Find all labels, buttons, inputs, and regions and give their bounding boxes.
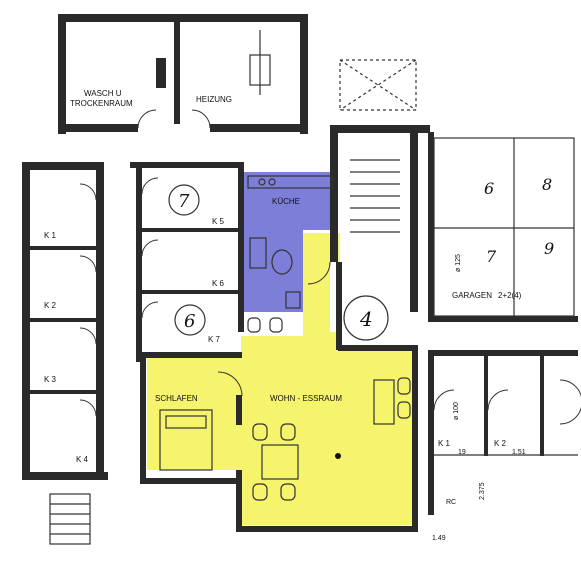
room-label-wohn-essraum: WOHN - ESSRAUM — [270, 394, 342, 403]
garage-number-8: 8 — [542, 175, 552, 194]
room-label-trockenraum: TROCKENRAUM — [70, 99, 133, 108]
cellar-label-k4: K 4 — [76, 455, 89, 464]
cellar-label-k1: K 1 — [44, 231, 57, 240]
garage-number-9: 9 — [544, 239, 554, 258]
unit-number-4: 4 — [359, 307, 373, 331]
details — [49, 30, 581, 545]
bath-highlight — [244, 230, 303, 312]
unit-number-7: 7 — [178, 191, 190, 212]
cellar-label-k2: K 2 — [44, 301, 57, 310]
cellar-right-label-k2: K 2 — [494, 439, 507, 448]
dimension-149: 1.49 — [432, 535, 446, 542]
room-label-wasch: WASCH U — [84, 89, 122, 98]
walls — [22, 14, 578, 532]
cellar-label-k3: K 3 — [44, 375, 57, 384]
living-area-highlight — [147, 233, 412, 525]
cellar-label-k6: K 6 — [212, 279, 225, 288]
room-label-kueche: KÜCHE — [272, 197, 300, 206]
labels: WASCH U TROCKENRAUM HEIZUNG KÜCHE SCHLAF… — [44, 89, 554, 542]
dimension-151: 1.51 — [512, 449, 526, 456]
cellar-right-label-k1: K 1 — [438, 439, 451, 448]
cellar-label-k5: K 5 — [212, 217, 225, 226]
dimension-100: ø 100 — [453, 402, 460, 420]
room-label-garagen: GARAGEN — [452, 291, 492, 300]
label-rc: RC — [446, 499, 456, 506]
room-label-heizung: HEIZUNG — [196, 95, 232, 104]
dimension-2375: 2.375 — [479, 482, 486, 500]
dimension-125: ø 125 — [455, 254, 462, 272]
garage-number-6: 6 — [484, 179, 494, 198]
room-label-schlafen: SCHLAFEN — [155, 394, 198, 403]
garagen-count: 2+2(4) — [498, 291, 522, 300]
cellar-label-k7: K 7 — [208, 335, 221, 344]
dimension-19: 19 — [458, 449, 466, 456]
garage-number-7: 7 — [486, 247, 497, 266]
unit-number-6: 6 — [184, 311, 195, 332]
